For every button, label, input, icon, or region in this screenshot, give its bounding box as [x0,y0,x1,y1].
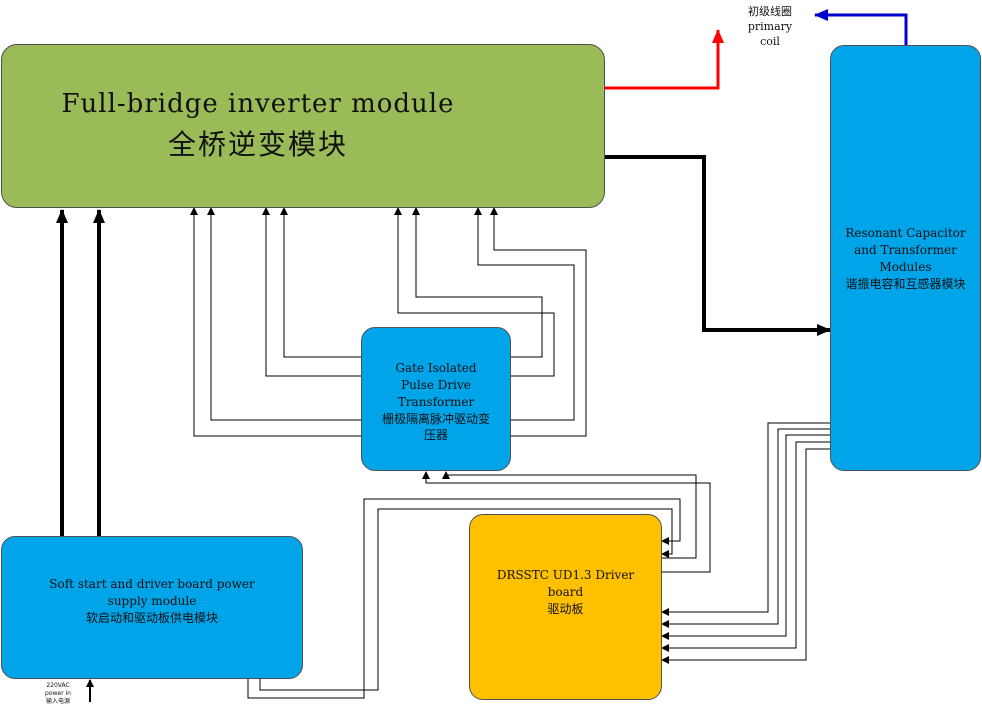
soft-start-power-supply-module: Soft start and driver board power supply… [1,536,303,679]
power-in-line1: 220VAC [46,682,70,689]
supply-to-driver-wires [247,498,681,699]
driver-to-gate-wires [422,471,711,573]
gate-zh1: 栅极隔离脉冲驱动变 [381,411,490,426]
driver-line2: board [547,585,584,599]
primary-coil-line2: coil [760,35,780,48]
primary-coil-line1: primary [747,20,793,33]
resonant-line1: Resonant Capacitor [845,225,966,240]
soft-start-zh: 软启动和驱动板供电模块 [85,610,218,625]
gate-line3: Transformer [397,394,475,409]
gate-line1: Gate Isolated [395,360,477,375]
full-bridge-title-en: Full-bridge inverter module [61,89,455,119]
driver-zh: 驱动板 [547,602,584,616]
blue-arrow-to-primary-coil [814,9,908,46]
feedback-wires [661,422,830,664]
power-in-label: 220VAC power in 输入电源 [34,682,82,706]
resonant-line2: and Transformer [854,242,957,257]
resonant-line3: Modules [879,259,932,274]
driver-line1: DRSSTC UD1.3 Driver [496,568,635,582]
gate-pulse-drive-transformer: Gate Isolated Pulse Drive Transformer 栅极… [361,327,511,471]
red-arrow-to-primary-coil [604,29,724,90]
black-arrow-to-resonant [604,155,831,336]
gate-zh2: 压器 [423,427,448,442]
primary-coil-label: 初级线圈 primary coil [732,4,808,49]
primary-coil-zh: 初级线圈 [748,5,792,18]
power-in-zh: 输入电源 [45,698,70,705]
resonant-zh: 谐振电容和互感器模块 [845,276,966,291]
gate-drive-wires [190,207,587,437]
soft-start-line1: Soft start and driver board power [49,576,255,591]
drsstc-driver-board: DRSSTC UD1.3 Driver board 驱动板 [469,514,662,700]
power-in-line2: power in [45,690,71,697]
full-bridge-inverter-module: Full-bridge inverter module 全桥逆变模块 [1,44,605,208]
full-bridge-title-zh: 全桥逆变模块 [167,128,348,161]
resonant-capacitor-transformer-module: Resonant Capacitor and Transformer Modul… [830,45,981,471]
gate-line2: Pulse Drive [401,377,471,392]
soft-start-line2: supply module [107,593,197,608]
